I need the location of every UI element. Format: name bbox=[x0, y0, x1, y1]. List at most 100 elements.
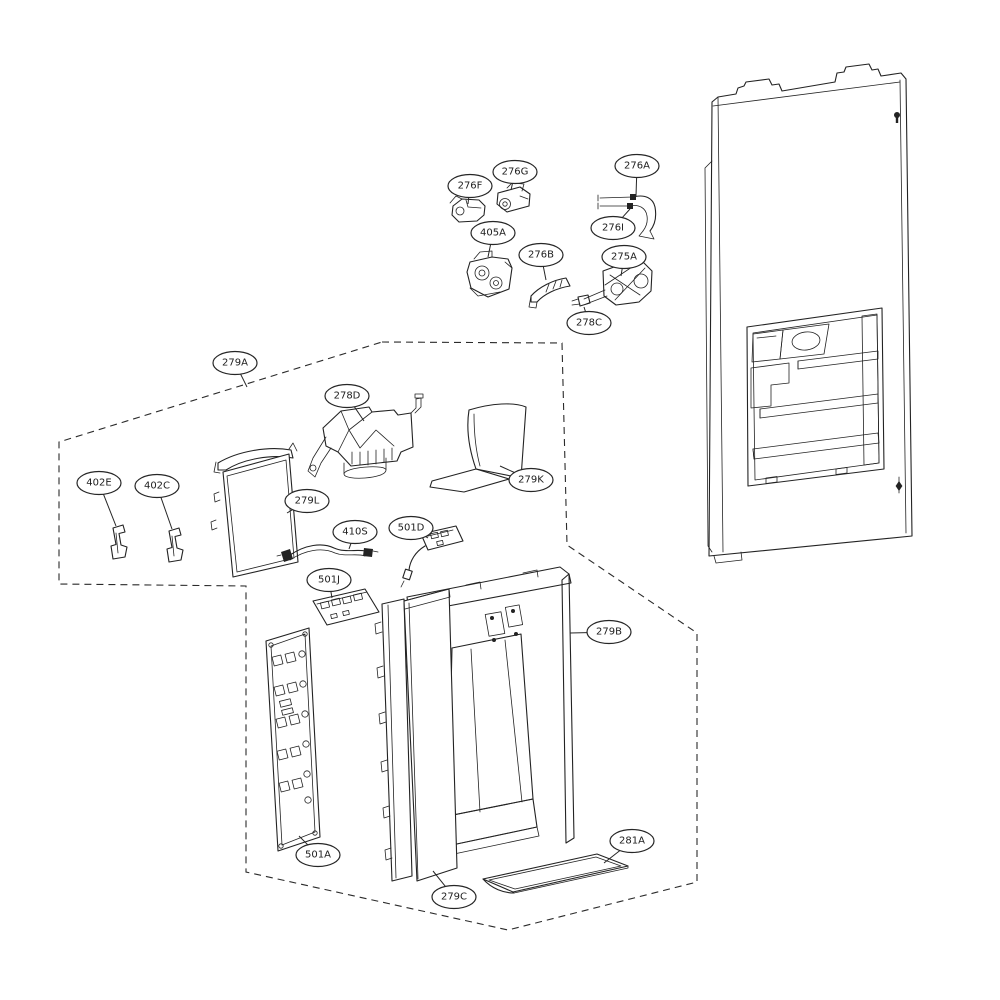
label-ellipse bbox=[212, 350, 258, 376]
part-label: 279B bbox=[569, 619, 632, 645]
part-number-text: 276G bbox=[502, 167, 529, 178]
label-ellipse bbox=[470, 220, 516, 246]
label-ellipse bbox=[447, 173, 493, 199]
part-number-text: 275A bbox=[611, 252, 637, 263]
label-ellipse bbox=[586, 619, 632, 645]
label-ellipse bbox=[295, 842, 341, 868]
keyhole-icon bbox=[894, 112, 900, 123]
label-ellipse bbox=[614, 153, 660, 179]
part-label: 279A bbox=[212, 350, 258, 388]
door-panel bbox=[704, 63, 913, 564]
label-ellipse bbox=[566, 310, 612, 336]
clip-402e bbox=[110, 524, 128, 560]
label-ellipse bbox=[601, 244, 647, 270]
label-leader-line bbox=[487, 244, 492, 258]
part-number-text: 410S bbox=[342, 527, 367, 538]
part-number-text: 281A bbox=[619, 836, 645, 847]
part-number-text: 402E bbox=[86, 478, 111, 489]
part-number-text: 279C bbox=[441, 892, 467, 903]
label-leader-line bbox=[620, 268, 623, 277]
part-number-text: 276B bbox=[528, 250, 554, 261]
label-ellipse bbox=[332, 519, 378, 545]
label-leader-line bbox=[542, 266, 547, 281]
label-leader-line bbox=[467, 197, 470, 205]
part-label: 279C bbox=[431, 870, 477, 910]
part-number-text: 501J bbox=[318, 575, 340, 586]
label-ellipse bbox=[508, 467, 554, 493]
label-ellipse bbox=[76, 470, 122, 496]
part-label: 276A bbox=[614, 153, 660, 197]
part-number-text: 501D bbox=[398, 523, 425, 534]
part-number-text: 278C bbox=[576, 318, 602, 329]
part-label: 410S bbox=[332, 519, 378, 550]
dispenser-frame-279b bbox=[374, 566, 575, 882]
part-number-text: 276I bbox=[602, 223, 624, 234]
dashed-group-boundary bbox=[58, 341, 698, 931]
label-leader-line bbox=[603, 850, 621, 864]
part-number-text: 279L bbox=[295, 496, 320, 507]
label-leader-line bbox=[583, 306, 586, 312]
valve-275a bbox=[571, 261, 653, 307]
part-number-text: 405A bbox=[480, 228, 506, 239]
control-pcb-501a bbox=[265, 627, 321, 852]
label-ellipse bbox=[388, 515, 434, 541]
label-leader-line bbox=[330, 591, 333, 599]
part-number-text: 279K bbox=[518, 475, 544, 486]
part-label: 278D bbox=[324, 383, 370, 422]
part-label: 405A bbox=[470, 220, 516, 258]
part-number-text: 276A bbox=[624, 161, 650, 172]
label-leader-line bbox=[635, 177, 638, 197]
label-leader-line bbox=[499, 465, 515, 473]
part-label: 278C bbox=[566, 306, 612, 336]
drip-tray-281a bbox=[482, 853, 629, 894]
label-ellipse bbox=[324, 383, 370, 409]
label-ellipse bbox=[518, 242, 564, 268]
label-ellipse bbox=[284, 488, 330, 514]
part-label: 275A bbox=[601, 244, 647, 277]
tube-276a bbox=[597, 194, 657, 240]
part-number-text: 501A bbox=[305, 850, 331, 861]
label-ellipse bbox=[431, 884, 477, 910]
label-leader-line bbox=[510, 183, 513, 191]
label-leader-line bbox=[348, 543, 352, 550]
part-label: 501D bbox=[388, 515, 434, 541]
label-leader-line bbox=[240, 373, 248, 388]
part-number-text: 276F bbox=[458, 181, 483, 192]
part-label: 501J bbox=[306, 567, 352, 599]
label-ellipse bbox=[609, 828, 655, 854]
dispenser-cover-279c bbox=[403, 588, 458, 882]
panel-279l bbox=[210, 442, 299, 578]
valve-276g bbox=[496, 182, 531, 213]
part-label: 276B bbox=[518, 242, 564, 281]
dispenser-mark-icon bbox=[895, 476, 903, 494]
part-number-text: 402C bbox=[144, 481, 170, 492]
valve-405a bbox=[466, 250, 513, 298]
part-label: 276G bbox=[492, 159, 538, 191]
part-label: 276F bbox=[447, 173, 493, 205]
valve-276f bbox=[449, 195, 486, 223]
part-label: 402C bbox=[134, 473, 180, 530]
label-ellipse bbox=[492, 159, 538, 185]
part-number-text: 279A bbox=[222, 358, 248, 369]
label-leader-line bbox=[160, 497, 173, 530]
pcb-501d bbox=[400, 525, 464, 588]
part-label: 402E bbox=[76, 470, 122, 527]
part-label: 281A bbox=[603, 828, 655, 864]
label-leader-line bbox=[298, 835, 309, 846]
clip-402c bbox=[166, 527, 184, 563]
part-label: 501A bbox=[295, 835, 341, 868]
part-label: 279L bbox=[284, 488, 330, 514]
label-leader-line bbox=[621, 208, 631, 218]
pcb-501j bbox=[312, 588, 380, 626]
funnel-278d bbox=[307, 393, 424, 479]
part-labels-layer: 276F 276G 276A 276I 405A 276B 275A 278C 279A 278D… bbox=[76, 153, 660, 910]
door-dispenser-recess bbox=[746, 307, 885, 487]
part-number-text: 278D bbox=[334, 391, 361, 402]
label-leader-line bbox=[353, 406, 365, 422]
part-label: 276I bbox=[590, 208, 636, 241]
label-leader-line bbox=[286, 509, 293, 514]
label-ellipse bbox=[590, 215, 636, 241]
label-leader-line bbox=[103, 494, 117, 527]
